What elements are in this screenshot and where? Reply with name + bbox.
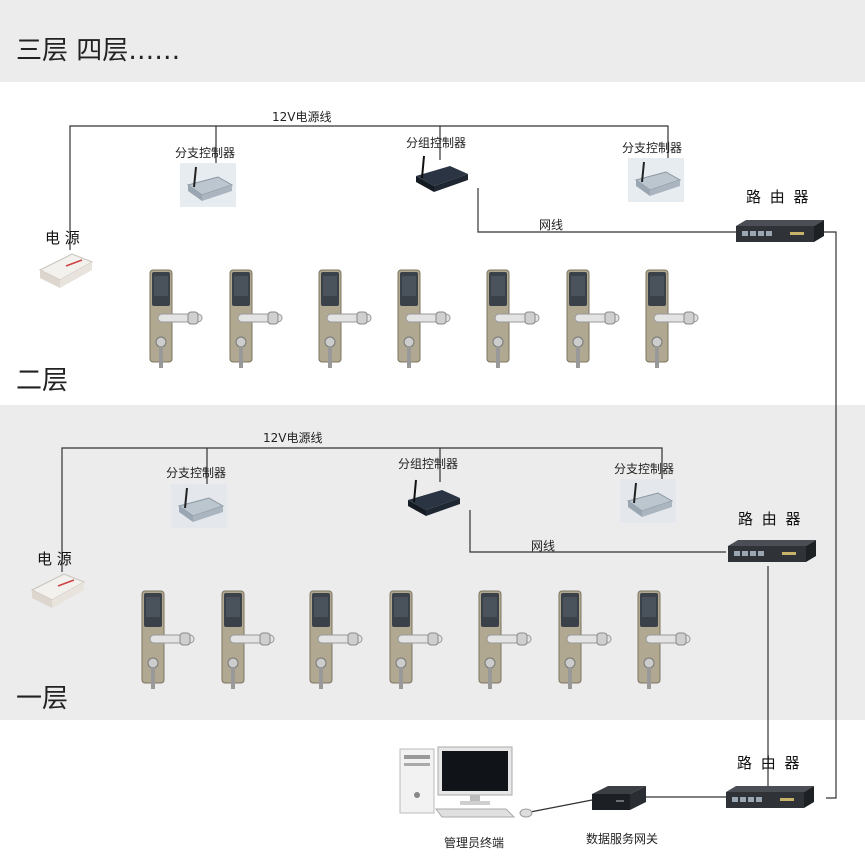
door-lock-device: [632, 589, 692, 689]
branch-controller-label-floor1-left: 分支控制器: [166, 466, 227, 480]
admin-terminal-device: [399, 746, 533, 818]
door-lock-device: [473, 589, 533, 689]
power-supply-device: [38, 253, 94, 288]
router-label-ground: 路 由 器: [737, 754, 802, 772]
floor-label-second: 二层: [16, 366, 69, 396]
door-lock-device: [553, 589, 613, 689]
power-supply-label-floor2: 电 源: [45, 229, 80, 247]
floor-label-upper: 三层 四层……: [16, 36, 181, 66]
power-supply-device: [30, 573, 86, 608]
router-label-floor2: 路 由 器: [746, 188, 811, 206]
branch-controller-label-floor1-right: 分支控制器: [614, 462, 675, 476]
network-cable-label-floor1: 网线: [531, 539, 556, 553]
door-lock-device: [144, 268, 204, 368]
group-controller-device: [408, 479, 460, 516]
admin-terminal-label: 管理员终端: [444, 836, 505, 850]
router-label-floor1: 路 由 器: [738, 510, 803, 528]
router-device: [736, 220, 824, 242]
door-lock-device: [392, 268, 452, 368]
third-fourth-floor-band: [0, 0, 865, 82]
branch-controller-label-floor2-left: 分支控制器: [175, 146, 236, 160]
group-controller-label-floor2: 分组控制器: [406, 136, 467, 150]
door-lock-device: [384, 589, 444, 689]
door-lock-device: [216, 589, 276, 689]
door-lock-device: [304, 589, 364, 689]
power-line-label-floor2: 12V电源线: [272, 110, 332, 124]
gateway-device: [592, 786, 646, 810]
branch-controller-device: [171, 484, 227, 528]
branch-controller-device: [628, 158, 684, 202]
door-lock-device: [313, 268, 373, 368]
router-device: [726, 786, 814, 808]
gateway-label: 数据服务网关: [586, 832, 659, 846]
group-controller-label-floor1: 分组控制器: [398, 457, 459, 471]
door-lock-device: [481, 268, 541, 368]
door-lock-device: [561, 268, 621, 368]
power-supply-label-floor1: 电 源: [37, 550, 72, 568]
branch-controller-device: [180, 163, 236, 207]
network-cable-label-floor2: 网线: [539, 218, 564, 232]
door-lock-device: [224, 268, 284, 368]
door-lock-device: [136, 589, 196, 689]
floor-label-first: 一层: [16, 684, 69, 714]
router-device: [728, 540, 816, 562]
branch-controller-device: [620, 479, 676, 523]
group-controller-device: [416, 155, 468, 192]
branch-controller-label-floor2-right: 分支控制器: [622, 141, 683, 155]
power-line-label-floor1: 12V电源线: [263, 431, 323, 445]
door-lock-device: [640, 268, 700, 368]
